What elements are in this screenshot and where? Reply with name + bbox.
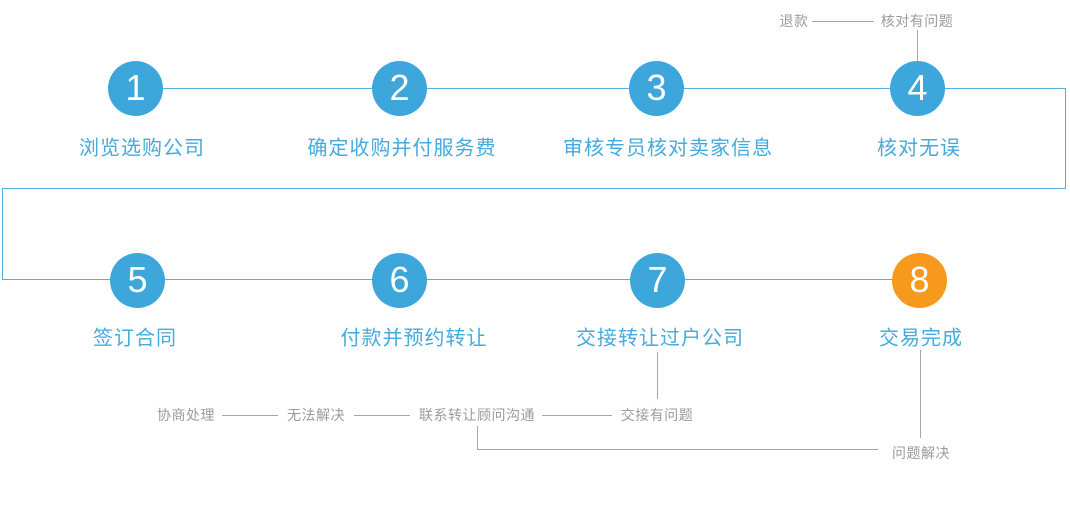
step-circle-4: 4 — [890, 61, 945, 116]
step-label-7: 交接转让过户公司 — [576, 325, 744, 350]
step-label-6: 付款并预约转让 — [340, 325, 488, 350]
step-circle-8: 8 — [892, 253, 947, 308]
step-circle-6: 6 — [372, 253, 427, 308]
step-label-1: 浏览选购公司 — [79, 135, 205, 160]
problem-solved-label: 问题解决 — [892, 446, 950, 462]
problem-solved-elbow-vertical — [477, 426, 478, 449]
handover-problem-label: 交接有问题 — [620, 408, 694, 424]
refund-label: 退款 — [779, 14, 809, 30]
flow-line-row1 — [136, 88, 1066, 89]
step-label-5: 签订合同 — [93, 325, 177, 350]
cannot-resolve-dash-line — [354, 415, 410, 416]
step-number: 7 — [647, 258, 668, 300]
step-label-4: 核对无误 — [877, 135, 961, 160]
step-circle-5: 5 — [110, 253, 165, 308]
flow-line-left-edge — [2, 188, 3, 279]
flow-line-middle — [2, 188, 1066, 189]
cannot-resolve-label: 无法解决 — [287, 408, 345, 424]
flow-line-right-edge — [1065, 88, 1066, 189]
step-label-3: 审核专员核对卖家信息 — [563, 135, 773, 160]
step-circle-2: 2 — [372, 61, 427, 116]
problem-solved-elbow-horizontal — [477, 449, 878, 450]
transaction-complete-connector-line — [920, 350, 921, 438]
step-circle-1: 1 — [108, 61, 163, 116]
step-number: 5 — [127, 258, 148, 300]
negotiate-dash-line — [222, 415, 278, 416]
step-circle-3: 3 — [629, 61, 684, 116]
contact-advisor-label: 联系转让顾问沟通 — [419, 408, 535, 424]
step-label-8: 交易完成 — [879, 325, 963, 350]
handover-problem-connector-line — [657, 352, 658, 399]
check-problem-label: 核对有问题 — [880, 14, 954, 30]
step-number: 8 — [909, 258, 930, 300]
check-problem-connector-line — [917, 30, 918, 62]
flow-line-row2 — [2, 279, 920, 280]
negotiate-label: 协商处理 — [157, 408, 215, 424]
step-number: 1 — [125, 66, 146, 108]
step-number: 6 — [389, 258, 410, 300]
step-number: 3 — [646, 66, 667, 108]
contact-advisor-dash-line — [542, 415, 612, 416]
step-label-2: 确定收购并付服务费 — [307, 135, 497, 160]
step-number: 2 — [389, 66, 410, 108]
step-circle-7: 7 — [630, 253, 685, 308]
step-number: 4 — [907, 66, 928, 108]
refund-dash-line — [812, 21, 874, 22]
